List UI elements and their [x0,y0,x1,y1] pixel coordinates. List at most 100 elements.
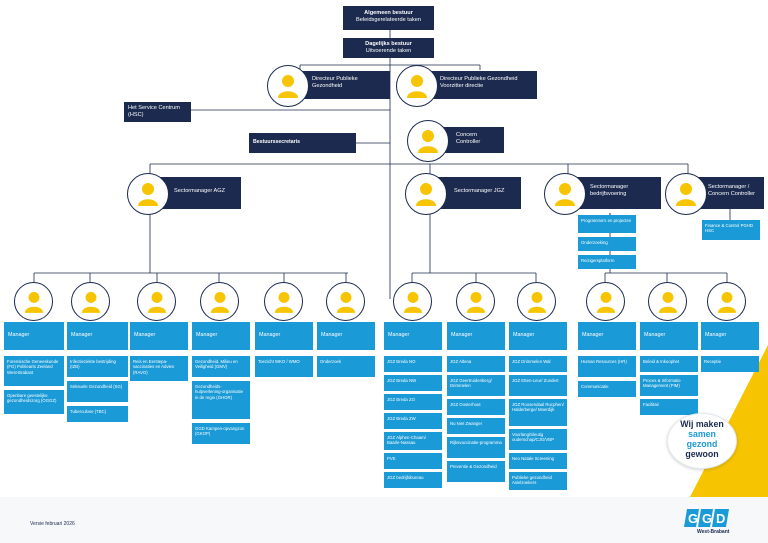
department-item: JGZ Etten-Leur/ Zundert [509,375,567,396]
bv-item: Reizigersplatform [578,255,636,269]
cc-item: Finance & Control PGHD HSC [702,220,760,240]
manager-avatar-icon [393,282,432,321]
department-item: Facilitair [640,399,698,415]
manager-avatar-icon [71,282,110,321]
manager-avatar-icon [200,282,239,321]
department-item: JGZ Geertruidenberg/ Drimmelen [447,375,505,396]
sector-cc-label: Sectormanager / Concern Controller [708,184,755,197]
concern-controller-label: Concern Controller [456,132,481,145]
slogan-bubble: Wij maken samen gezond gewoon [667,413,737,469]
sector-jgz-avatar-icon [405,173,447,215]
department-item: GGD Kampen-opvangzon (GKOP) [192,423,250,444]
department-item: Neo Natale Screening [509,453,567,469]
svg-text:G: G [702,511,712,526]
manager-avatar-icon [456,282,495,321]
sector-bv-label: Sectormanager bedrijfsvoering [590,184,629,197]
daily-board-box: Dagelijks bestuur Uitvoerende taken [343,38,434,58]
department-item: PVE [384,453,442,469]
slogan-line-2: samen [688,429,716,439]
manager-box: Manager [255,322,313,350]
manager-box: Manager [509,322,567,350]
daily-board-title: Dagelijks bestuur [365,41,412,47]
sector-agz-label: Sectormanager AGZ [174,188,225,194]
department-item: Rijksvaccinatie-programma [447,437,505,458]
manager-avatar-icon [137,282,176,321]
department-item: Proces & Informatie Management (PIM) [640,375,698,396]
department-item: JGZ Alphen-Chaam/ Baarle-Nassau [384,432,442,450]
bv-item: Programma's en projecten [578,215,636,233]
director-public-health-avatar-icon [267,65,309,107]
manager-avatar-icon [264,282,303,321]
slogan-line-3: gezond [686,439,718,449]
manager-box: Manager [578,322,636,350]
director-chair-label: Directeur Publieke Gezondheid Voorzitter… [440,76,518,89]
director-public-health-label: Directeur Publieke Gezondheid [312,76,358,89]
manager-box: Manager [67,322,128,350]
department-item: Receptie [701,356,759,372]
department-item: JGZ Altena [447,356,505,372]
manager-box: Manager [192,322,250,350]
concern-controller-avatar-icon [407,120,449,162]
department-item: Forensische Geneeskunde (FG) Politiearts… [4,356,64,386]
board-secretary-box: Bestuurssecretaris [249,133,356,153]
svg-text:G: G [688,511,698,526]
sector-bv-avatar-icon [544,173,586,215]
manager-box: Manager [4,322,64,350]
manager-avatar-icon [648,282,687,321]
manager-box: Manager [384,322,442,350]
department-item: JGZ Drimmelen Wal [509,356,567,372]
manager-box: Manager [701,322,759,350]
sector-agz-avatar-icon [127,173,169,215]
logo-subtitle: West-Brabant [697,529,730,535]
department-item: JGZ Oosterhout [447,399,505,415]
slogan-line-4: gewoon [685,449,719,459]
department-item: Toezicht WKO / WMO [255,356,313,377]
board-subtitle: Beleidsgerelateerde taken [356,17,421,23]
department-item: JGZ bedrijfsbureau [384,472,442,488]
manager-avatar-icon [517,282,556,321]
manager-box: Manager [447,322,505,350]
department-item: Voorlang/Sleutig ouderschap/CJG/VBP [509,429,567,450]
svg-text:D: D [716,511,725,526]
board-box: Algemeen bestuur Beleidsgerelateerde tak… [343,6,434,30]
service-center-box: Het Service Centrum (HSC) [124,102,191,122]
department-item: Nu Niet Zwanger [447,418,505,434]
department-item: Preventie & Gezondheid [447,461,505,482]
manager-avatar-icon [707,282,746,321]
department-item: Publieke gezondheid Asielzoekers [509,472,567,490]
manager-avatar-icon [326,282,365,321]
department-item: Reis en Eerstepa-vaccinaties en Advies (… [130,356,188,381]
director-chair-box: Directeur Publieke Gezondheid Voorzitter… [420,71,537,99]
department-item: JGZ Breda NW [384,375,442,391]
manager-avatar-icon [586,282,625,321]
department-item: Openbare geestelijke gezondheidszorg (OG… [4,390,64,414]
department-item: JGZ Breda ZW [384,413,442,429]
department-item: Communicatie [578,381,636,397]
department-item: JGZ Breda ZO [384,394,442,410]
manager-avatar-icon [14,282,53,321]
daily-board-subtitle: Uitvoerende taken [365,48,412,54]
department-item: JGZ Roosendaal Rucphen/ Halderberge/ Moe… [509,399,567,426]
department-item: Gezondheids-hulpverlening-organisatie in… [192,381,250,419]
board-title: Algemeen bestuur [364,10,413,16]
department-item: Beleid & Inkoophet [640,356,698,372]
board-secretary-label: Bestuurssecretaris [253,139,301,145]
department-item: Tuberculose (TBC) [67,406,128,422]
department-item: JGZ Breda NO [384,356,442,372]
department-item: Infectieziekte bestrijding (IZB) [67,356,128,377]
version-label: Versie februari 2026 [30,521,75,527]
manager-box: Manager [130,322,188,350]
bv-item: Onderzoeking [578,237,636,251]
footer [0,497,768,543]
department-item: Seksuele Gezondheid (SG) [67,381,128,402]
manager-box: Manager [640,322,698,350]
director-chair-avatar-icon [396,65,438,107]
department-item: Human Resources (HR) [578,356,636,377]
slogan-line-1: Wij maken [680,419,724,429]
department-item: Onderzoek [317,356,375,377]
service-center-label: Het Service Centrum (HSC) [128,105,180,118]
sector-jgz-label: Sectormanager JGZ [454,188,505,194]
sector-cc-avatar-icon [665,173,707,215]
manager-box: Manager [317,322,375,350]
